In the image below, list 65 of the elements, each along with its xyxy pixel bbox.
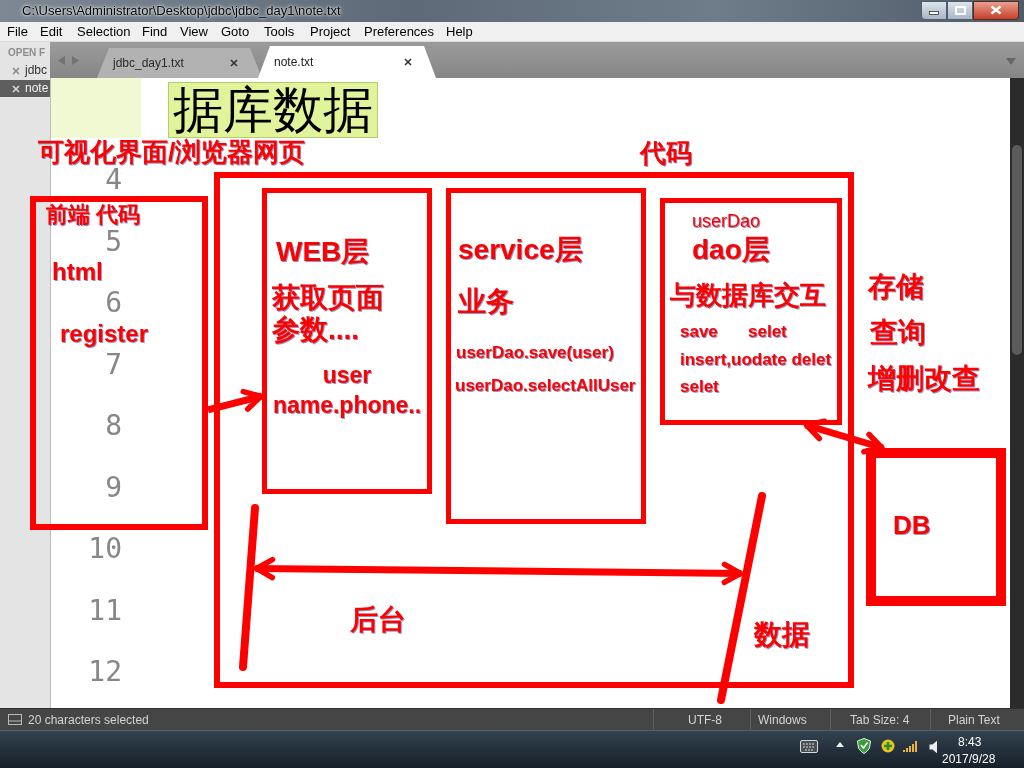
double-arrow — [253, 556, 744, 586]
menu-item: View — [180, 24, 208, 39]
menu-item: Edit — [40, 24, 63, 39]
annotation-text: 后台 — [350, 605, 406, 635]
status-text: UTF-8 — [688, 713, 722, 727]
clock-date: 2017/9/28 — [942, 752, 996, 766]
method-name: selet — [748, 323, 787, 340]
annotation-text: 查询 — [870, 318, 926, 348]
annotation-text: 业务 — [458, 288, 514, 316]
tab: note.txt — [258, 46, 436, 78]
database-label: DB — [893, 512, 931, 538]
method-name: selet — [680, 378, 719, 395]
method-name: save — [680, 323, 718, 340]
layer-title: dao层 — [692, 236, 770, 264]
sidebar-heading: OPEN F — [8, 47, 46, 58]
line-number: 6 — [105, 289, 122, 317]
menu-item: Project — [310, 24, 351, 39]
status-text: Plain Text — [948, 713, 1000, 727]
annotation-text: 前端 代码 — [46, 204, 141, 226]
outline-box — [866, 448, 1006, 606]
annotation-text: 获取页面参数.... — [272, 282, 385, 346]
highlighted-text: 据库数据 — [168, 82, 378, 138]
outline-box — [262, 188, 432, 494]
box-heading: 可视化界面/浏览器网页 — [38, 139, 306, 165]
line-number: 10 — [88, 535, 122, 563]
menu-item: Find — [142, 24, 168, 39]
outline-box — [446, 188, 646, 524]
line-number: 12 — [88, 658, 122, 686]
tab: jdbc_day1.txt — [97, 48, 262, 78]
line-number: 11 — [88, 597, 122, 625]
menu-item: Preferences — [364, 24, 435, 39]
status-text: Windows — [758, 713, 807, 727]
annotation-text: html — [52, 260, 103, 284]
annotation-text: 增删改查 — [868, 364, 980, 394]
line-number: 9 — [105, 474, 122, 502]
method-call: userDao.selectAllUser — [455, 377, 636, 394]
annotation-text: user name.phone.. — [271, 361, 423, 420]
menu-item: Selection — [77, 24, 131, 39]
layer-title: WEB层 — [276, 238, 370, 266]
frame-heading: 代码 — [640, 140, 692, 166]
status-text: Tab Size: 4 — [850, 713, 910, 727]
method-call: userDao.save(user) — [456, 344, 614, 361]
line-number: 7 — [105, 351, 122, 379]
menu-item: Help — [446, 24, 473, 39]
outline-box — [660, 198, 842, 425]
double-arrow — [803, 418, 885, 455]
window-title: C:\Users\Administrator\Desktop\jdbc\jdbc_day1\note.txt — [22, 3, 341, 18]
menu-item: Goto — [221, 24, 250, 39]
line-number: 8 — [105, 412, 122, 440]
method-name: insert,uodate delet — [680, 351, 832, 368]
file-name: jdbc — [25, 63, 47, 77]
arrow — [207, 388, 264, 414]
slanted-line — [236, 503, 260, 672]
layer-title: service层 — [458, 236, 583, 264]
line-number: 4 — [105, 166, 122, 194]
annotation-text: userDao — [692, 212, 761, 230]
annotation-text: register — [60, 322, 149, 346]
file-name: note — [25, 81, 49, 95]
status-text: 20 characters selected — [28, 713, 149, 727]
menu-item: Tools — [264, 24, 295, 39]
menu-item: File — [7, 24, 28, 39]
clock-time: 8:43 — [958, 735, 982, 749]
line-number: 5 — [105, 228, 122, 256]
annotation-text: 数据 — [754, 620, 810, 650]
annotation-text: 与数据库交互 — [670, 282, 826, 308]
